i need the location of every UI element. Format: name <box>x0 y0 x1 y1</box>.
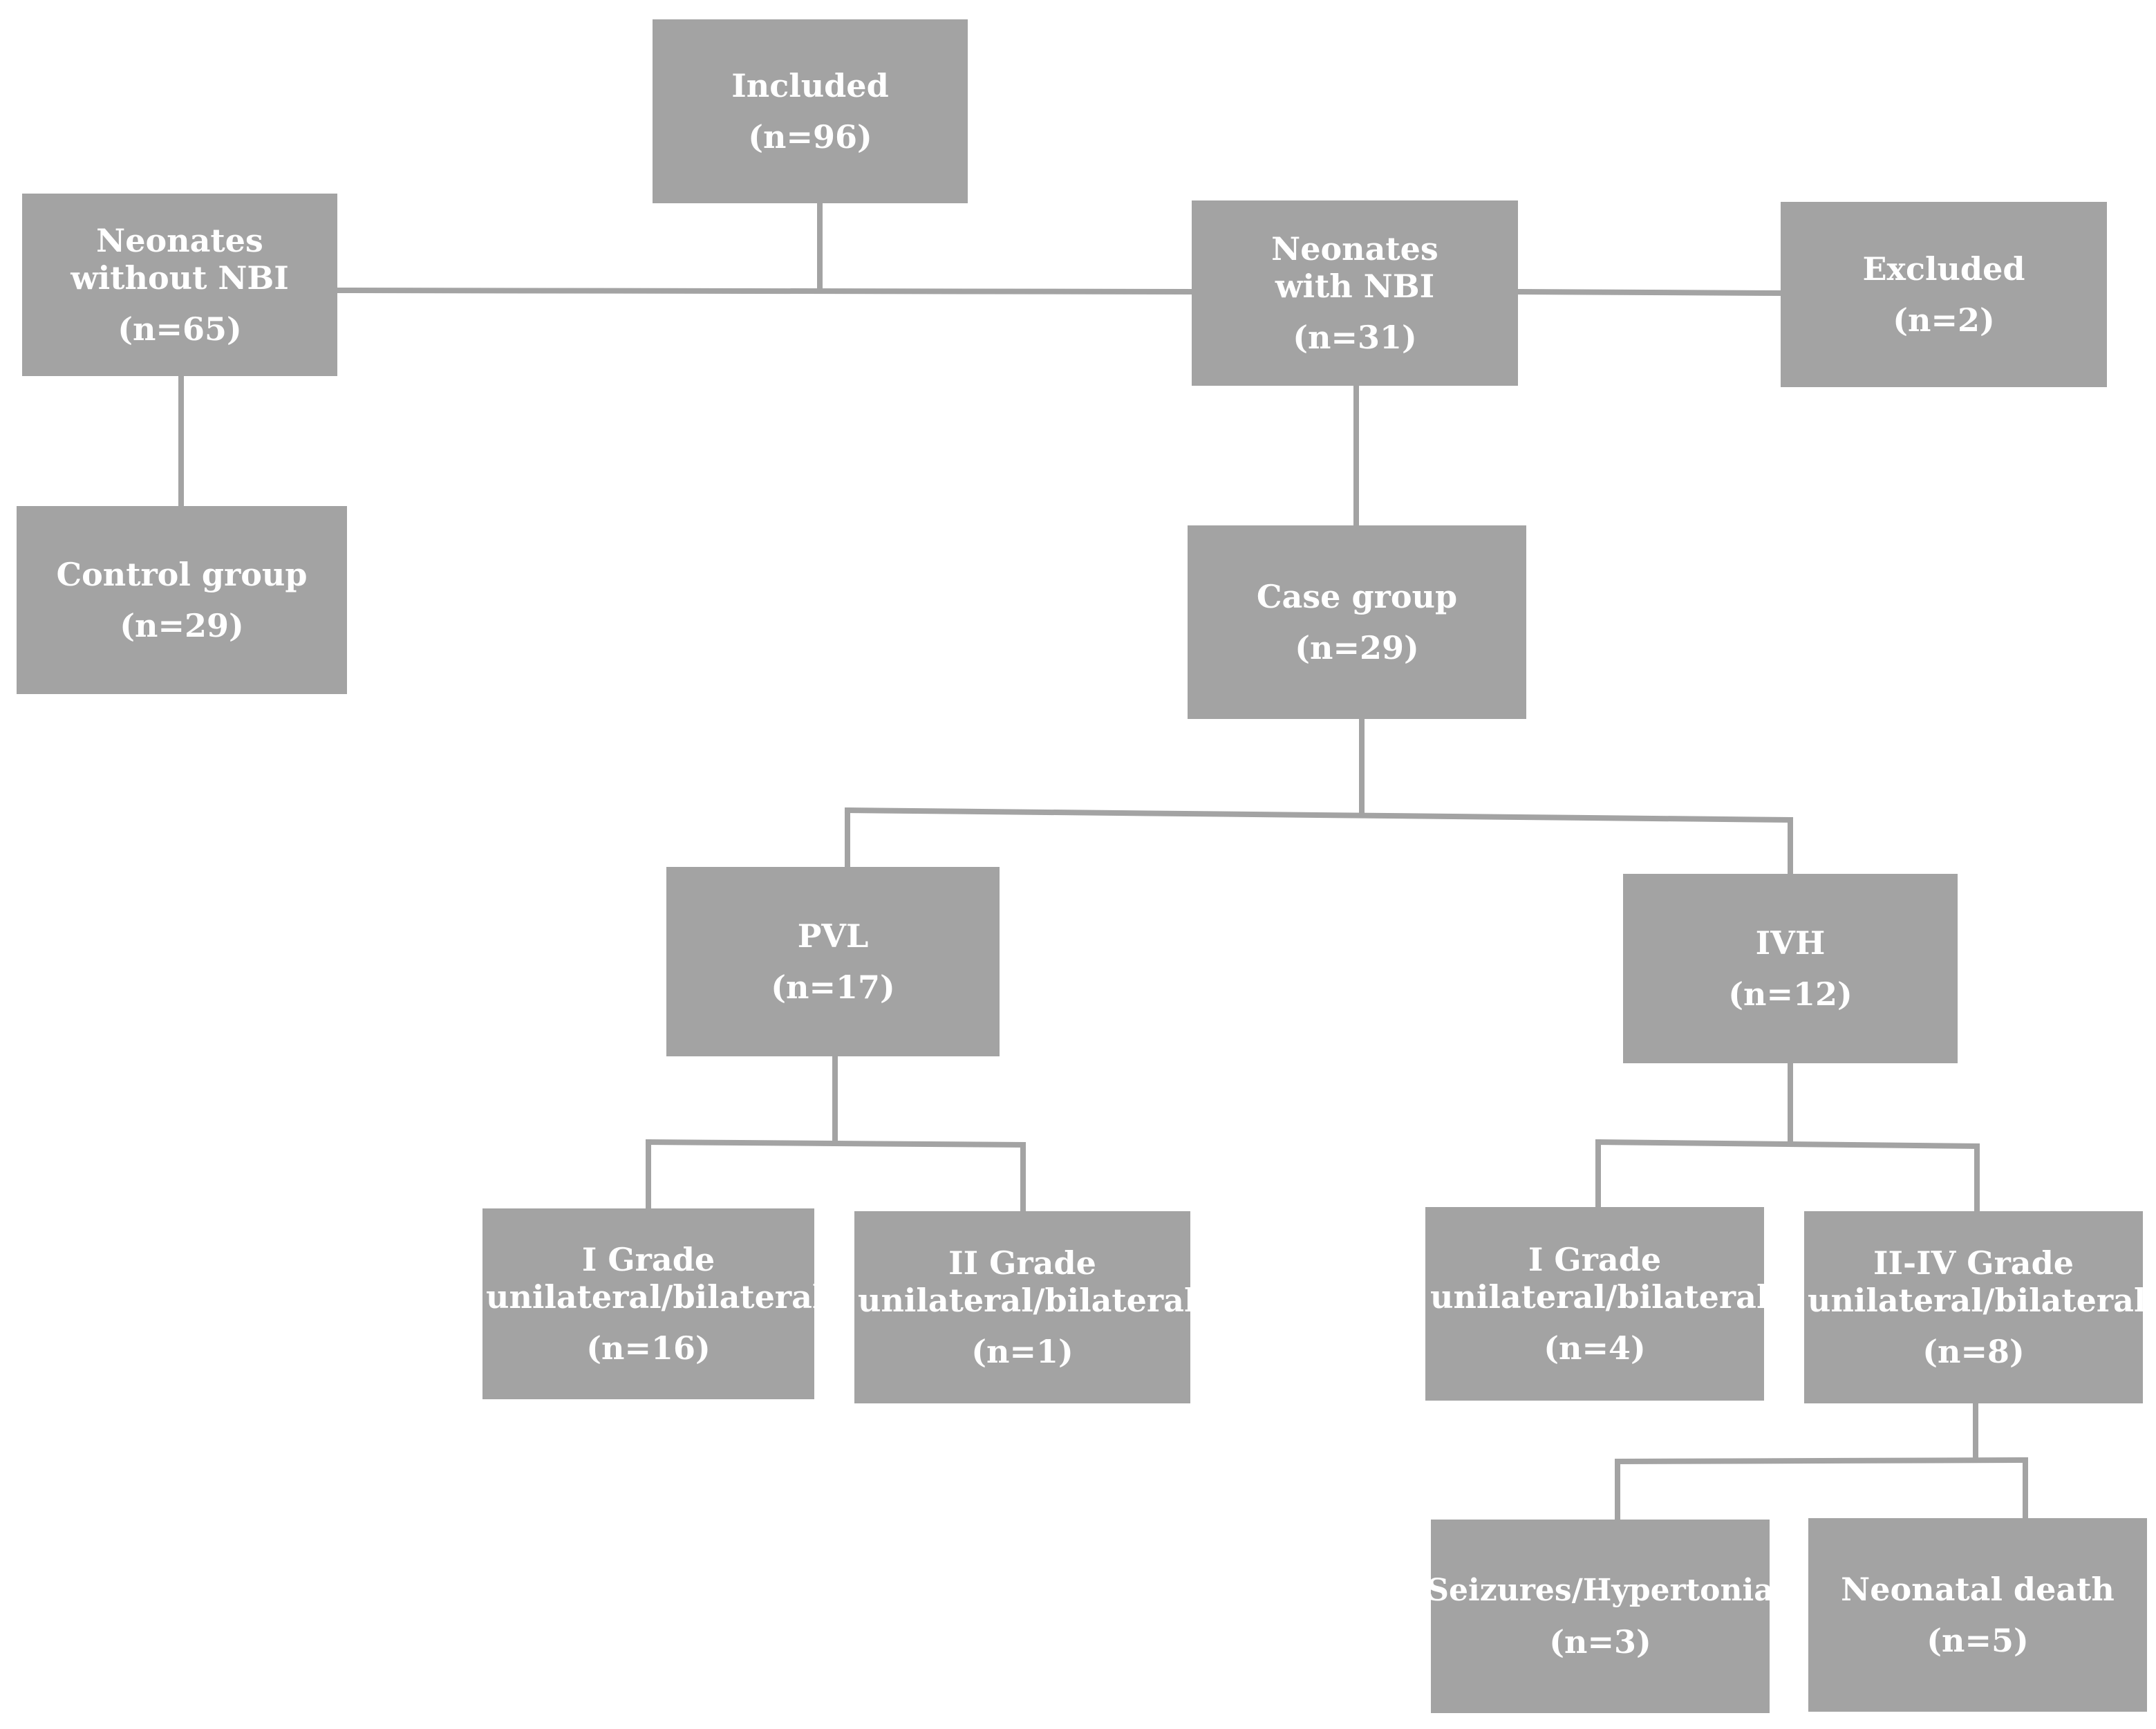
case-group-title: Case group <box>1256 578 1458 615</box>
ivh-grade1-count: (n=4) <box>1544 1329 1646 1367</box>
pvl-grade1-box: I Grade unilateral/bilateral (n=16) <box>482 1208 825 1399</box>
connector-outcome-split <box>1614 1457 2029 1465</box>
connector-excluded <box>1515 288 1783 297</box>
ivh-grade2-4-box: II-IV Grade unilateral/bilateral (n=8) <box>1804 1211 2146 1403</box>
control-group-title: Control group <box>56 556 308 593</box>
excluded-box: Excluded (n=2) <box>1781 202 2107 387</box>
seizures-title: Seizures/Hypertonia <box>1427 1573 1774 1608</box>
without-nbi-box: Neonates without NBI (n=65) <box>22 194 337 376</box>
ivh-box: IVH (n=12) <box>1623 874 1958 1063</box>
with-nbi-title: Neonates with NBI <box>1271 230 1438 305</box>
seizures-count: (n=3) <box>1549 1623 1651 1661</box>
connector-main-bus <box>334 287 1194 295</box>
ivh-grade2-4-title: II-IV Grade unilateral/bilateral <box>1808 1244 2146 1319</box>
ivh-grade1-title: I Grade unilateral/bilateral <box>1430 1241 1769 1316</box>
excluded-title: Excluded <box>1862 250 2025 288</box>
pvl-grade2-count: (n=1) <box>971 1333 1074 1370</box>
included-box: Included (n=96) <box>653 19 968 203</box>
included-title: Included <box>731 67 889 104</box>
pvl-grade1-title: I Grade unilateral/bilateral <box>486 1241 825 1316</box>
pvl-grade2-box: II Grade unilateral/bilateral (n=1) <box>854 1211 1197 1403</box>
ivh-grade2-4-count: (n=8) <box>1922 1333 2025 1370</box>
pvl-grade2-title: II Grade unilateral/bilateral <box>858 1244 1197 1319</box>
excluded-count: (n=2) <box>1893 301 1995 339</box>
case-group-count: (n=29) <box>1295 629 1419 666</box>
neonatal-death-box: Neonatal death (n=5) <box>1808 1518 2147 1712</box>
without-nbi-count: (n=65) <box>118 310 242 348</box>
connector-pvl-ivh-bus <box>844 807 1794 823</box>
pvl-count: (n=17) <box>771 969 895 1006</box>
pvl-box: PVL (n=17) <box>666 867 1000 1056</box>
with-nbi-box: Neonates with NBI (n=31) <box>1192 200 1518 386</box>
connector-pvl-grade-bus <box>645 1139 1027 1148</box>
neonatal-death-count: (n=5) <box>1927 1622 2029 1659</box>
ivh-grade1-box: I Grade unilateral/bilateral (n=4) <box>1425 1207 1769 1401</box>
with-nbi-count: (n=31) <box>1293 319 1417 356</box>
pvl-grade1-count: (n=16) <box>586 1329 711 1367</box>
ivh-title: IVH <box>1755 924 1826 962</box>
pvl-title: PVL <box>797 917 869 955</box>
control-group-box: Control group (n=29) <box>17 506 347 694</box>
ivh-count: (n=12) <box>1728 975 1853 1013</box>
control-group-count: (n=29) <box>120 607 244 644</box>
connector-ivh-grade-bus <box>1595 1139 1980 1150</box>
without-nbi-title: Neonates without NBI <box>71 222 289 297</box>
neonatal-death-title: Neonatal death <box>1841 1571 2115 1608</box>
seizures-box: Seizures/Hypertonia (n=3) <box>1427 1520 1774 1713</box>
included-count: (n=96) <box>748 118 872 156</box>
case-group-box: Case group (n=29) <box>1188 525 1526 719</box>
